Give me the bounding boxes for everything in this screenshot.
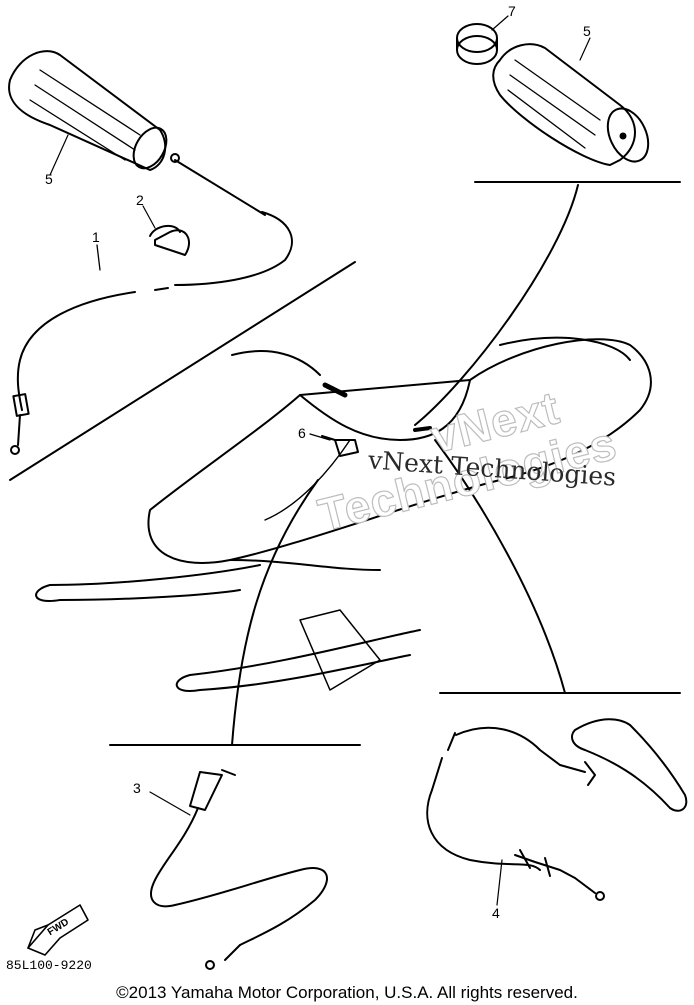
clip-part-2 [149,224,190,256]
leader-line-left [231,350,321,376]
copyright-notice: ©2013 Yamaha Motor Corporation, U.S.A. A… [116,983,578,1002]
grip-ring-part-7 [456,23,498,65]
callout-5-right: 5 [583,23,591,39]
divider-left-panel [9,261,356,481]
diagram-part-code: 85L100-9220 [6,958,92,973]
callout-1: 1 [92,229,100,245]
callout-3: 3 [133,780,141,796]
throttle-cable-part-1 [10,153,293,455]
forward-arrow-icon [27,904,89,956]
leader-line-bottom-left [231,479,319,746]
brake-lever [571,718,688,812]
leader-line-bottom-right [434,439,566,694]
callout-6: 6 [298,425,306,441]
right-grip-part-5 [492,43,650,166]
leader-line-right-top [414,184,579,426]
choke-cable-part-3 [150,769,328,970]
callout-4: 4 [492,905,500,921]
callout-7: 7 [508,3,516,19]
brake-cable-part-4 [426,726,605,901]
cable-clamp-part-6 [321,382,432,457]
left-grip-part-5 [8,50,168,171]
callout-5-left: 5 [45,171,53,187]
callout-2: 2 [136,192,144,208]
